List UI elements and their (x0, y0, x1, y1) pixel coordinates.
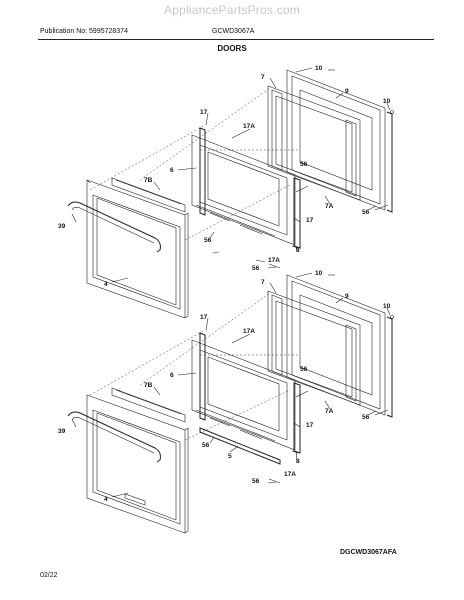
callout-lower-17A-top: 17A (243, 328, 255, 335)
lower-door-assembly: 10 9 10 7 17 17A 6 7B 56 7A 56 17 39 56 … (58, 270, 394, 534)
upper-inner-panel (191, 127, 301, 249)
callout-lower-6: 6 (170, 372, 174, 379)
lower-outer-door (86, 394, 189, 534)
upper-leader-lines (71, 67, 391, 283)
callout-lower-5: 5 (228, 453, 232, 460)
upper-gasket (267, 85, 361, 201)
callout-upper-56-mid: 56 (300, 161, 308, 168)
upper-rear-frame (286, 69, 393, 213)
callout-upper-17A-top: 17A (243, 123, 255, 130)
callout-upper-7B: 7B (144, 177, 153, 184)
callout-upper-10-right: 10 (383, 98, 391, 105)
callout-upper-56-bottom: 56 (252, 265, 260, 272)
callout-lower-9: 9 (345, 293, 349, 300)
callout-upper-17-right: 17 (306, 217, 314, 224)
callout-lower-17: 17 (200, 314, 208, 321)
callout-upper-17: 17 (200, 109, 208, 116)
callout-upper-56-right: 56 (362, 209, 370, 216)
callout-lower-39: 39 (58, 428, 66, 435)
callout-lower-4: 4 (104, 496, 108, 503)
lower-inner-panel (191, 332, 301, 465)
section-title: DOORS (217, 44, 247, 53)
callout-upper-9: 9 (345, 88, 349, 95)
callout-upper-7: 7 (261, 74, 265, 81)
lower-alignment-lines (89, 292, 300, 441)
callout-upper-7A: 7A (325, 203, 334, 210)
watermark-text: AppliancePartsPros.com (164, 3, 300, 17)
callout-lower-7: 7 (261, 279, 265, 286)
callout-lower-56-bottom: 56 (252, 478, 260, 485)
callout-lower-17A-bottom: 17A (284, 471, 296, 478)
lower-handle (67, 411, 161, 463)
callout-upper-4: 4 (104, 281, 108, 288)
callout-upper-8: 8 (296, 247, 300, 254)
callout-upper-56-left: 56 (204, 237, 212, 244)
callout-lower-56-right: 56 (362, 414, 370, 421)
callout-upper-39: 39 (58, 223, 66, 230)
lower-rear-frame (286, 274, 393, 418)
upper-alignment-lines (89, 87, 300, 241)
callout-lower-56-mid: 56 (300, 366, 308, 373)
callout-lower-56-left: 56 (202, 442, 210, 449)
diagram-code: DGCWD3067AFA (340, 549, 397, 556)
lower-leader-lines (71, 272, 391, 498)
header-rule (38, 39, 434, 40)
upper-vent-strip (111, 177, 186, 213)
model-number: GCWD3067A (212, 28, 255, 35)
lower-bottom-trim (199, 427, 281, 465)
callout-lower-17-right: 17 (306, 422, 314, 429)
lower-vent-strip (111, 387, 186, 423)
lower-screws (267, 274, 394, 484)
callout-lower-10-right: 10 (383, 303, 391, 310)
callout-lower-10-top: 10 (315, 270, 323, 277)
callout-upper-6: 6 (170, 167, 174, 174)
lower-door-badge (124, 493, 146, 506)
lower-gasket (267, 290, 361, 406)
upper-handle (67, 201, 161, 253)
callout-lower-7A: 7A (325, 408, 334, 415)
callout-lower-8: 8 (296, 458, 300, 465)
callout-upper-10-top: 10 (315, 65, 323, 72)
upper-screws (212, 69, 394, 269)
callout-lower-7B: 7B (144, 382, 153, 389)
revision-date: 02/22 (40, 572, 58, 579)
callout-upper-17A-bottom: 17A (268, 257, 280, 264)
upper-outer-door (86, 179, 189, 319)
publication-number: Publication No: 5995728374 (40, 28, 128, 35)
upper-door-assembly: 10 9 10 7 17 17A 6 7B 56 7A 56 17 39 56 … (58, 65, 394, 319)
